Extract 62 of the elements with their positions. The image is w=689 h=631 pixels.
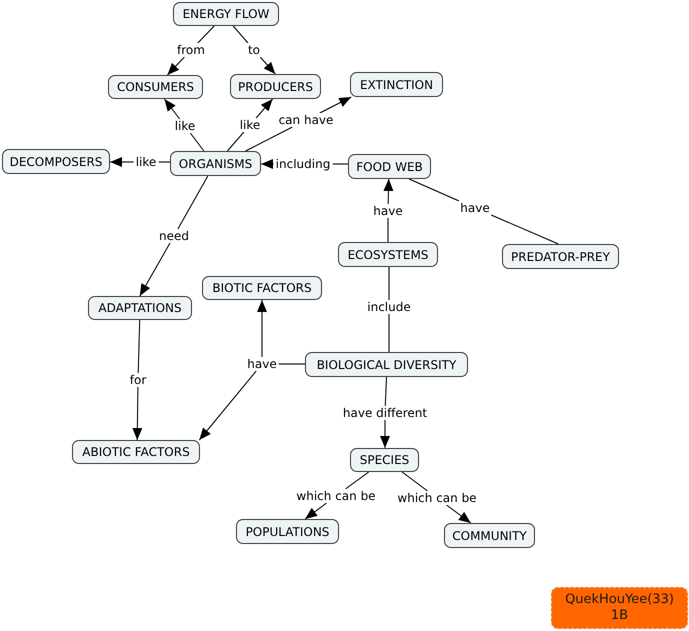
linking-phrase: have different [340, 406, 430, 420]
linking-phrase: for [128, 373, 148, 387]
concept-box: CONSUMERS [108, 75, 203, 99]
linking-phrase: to [246, 43, 262, 57]
connector-line [190, 132, 204, 152]
concept-box: PREDATOR-PREY [502, 244, 619, 269]
arrow [256, 98, 274, 118]
linking-phrase: from [175, 43, 207, 57]
arrow [383, 178, 394, 204]
connector-line [232, 26, 248, 44]
linking-phrase: like [134, 155, 158, 169]
arrow [139, 242, 170, 296]
arrow [260, 159, 274, 169]
arrow [446, 504, 472, 524]
concept-box: ABIOTIC FACTORS [72, 440, 200, 464]
arrow [164, 98, 180, 120]
linking-phrase: have [245, 357, 279, 371]
concept-box: EXTINCTION [350, 72, 443, 97]
connector-line [408, 178, 460, 202]
connector-line [138, 320, 140, 374]
concept-box: BIOLOGICAL DIVERSITY [305, 352, 468, 377]
linking-phrase: have [458, 201, 492, 215]
linking-phrase: which can be [294, 489, 378, 503]
connector-line [384, 376, 387, 406]
concept-box: DECOMPOSERS [2, 149, 110, 174]
arrow [304, 502, 328, 520]
concept-box: COMMUNITY [444, 523, 535, 548]
arrow [110, 157, 134, 167]
connector-line [388, 314, 390, 352]
arrow [132, 386, 142, 440]
linking-phrase: have [371, 204, 405, 218]
connector-line [402, 472, 428, 492]
connector-line [245, 126, 293, 152]
concept-box: PRODUCERS [230, 74, 321, 99]
concept-box: ECOSYSTEMS [338, 242, 438, 267]
linking-phrase: which can be [395, 491, 479, 505]
linking-phrase: like [238, 118, 262, 132]
connector-line [197, 26, 215, 44]
concept-box: SPECIES [350, 448, 419, 472]
concept-box: POPULATIONS [236, 519, 339, 544]
linking-phrase: can have [276, 113, 336, 127]
connector-line [226, 132, 244, 152]
linking-phrase: like [172, 119, 198, 133]
arrow [260, 56, 276, 74]
arrow [198, 370, 257, 440]
arrow [166, 56, 185, 76]
linking-phrase: including [274, 157, 332, 171]
note-box: QuekHouYee(33) 1B [551, 587, 688, 629]
arrow [319, 96, 352, 114]
concept-box: BIOTIC FACTORS [202, 276, 322, 300]
connector-line [345, 472, 370, 490]
connector-line [388, 266, 390, 300]
connector-line [490, 214, 559, 244]
arrow [380, 420, 390, 448]
concept-box: FOOD WEB [348, 154, 431, 179]
concept-box: ORGANISMS [170, 151, 261, 176]
connector-line [177, 176, 208, 230]
linking-phrase: need [157, 229, 191, 243]
arrow [257, 300, 267, 358]
concept-box: ENERGY FLOW [173, 2, 279, 26]
linking-phrase: include [365, 300, 413, 314]
concept-box: ADAPTATIONS [88, 296, 192, 320]
